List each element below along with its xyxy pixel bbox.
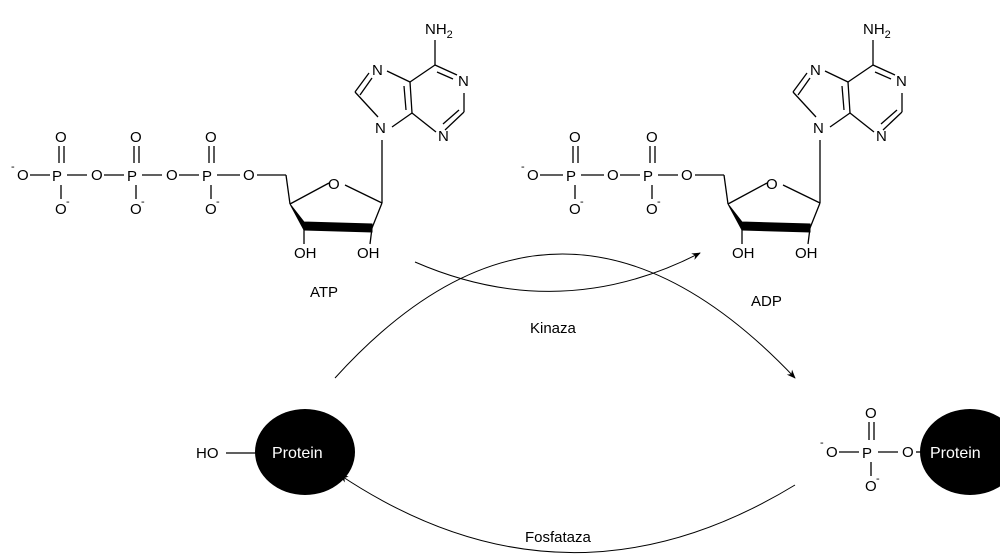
adp-charge-p2: - bbox=[657, 196, 661, 208]
atp-phosphorus-3: P bbox=[202, 168, 212, 185]
atp-ring-oxygen: O bbox=[328, 176, 340, 193]
protein-right-charge-bottom: - bbox=[876, 473, 880, 485]
atp-bridge-oxygen-2: O bbox=[166, 167, 178, 184]
atp-phosphorus-2: P bbox=[127, 168, 137, 185]
adp-oxygen-terminal: O bbox=[527, 167, 539, 184]
kinase-label: Kinaza bbox=[530, 320, 577, 337]
adp-charge-terminal: - bbox=[521, 161, 525, 173]
protein-left-hydroxyl: HO bbox=[196, 445, 219, 462]
atp-charge-p1: - bbox=[66, 196, 70, 208]
atp-oxygen-p1-bottom: O bbox=[55, 201, 67, 218]
adp-phosphorus-2: P bbox=[643, 168, 653, 185]
protein-left-blob bbox=[255, 409, 355, 495]
adp-phosphorus-1: P bbox=[566, 168, 576, 185]
atp-oxygen-p2-top: O bbox=[130, 129, 142, 146]
adp-charge-p1: - bbox=[580, 196, 584, 208]
adp-oxygen-p2-bottom: O bbox=[646, 201, 658, 218]
adp-molecule: - O P O O - O P O O - O O bbox=[521, 21, 907, 310]
atp-label: ATP bbox=[310, 284, 338, 301]
phosphatase-label: Fosfataza bbox=[525, 529, 592, 546]
adp-diphosphate-chain: - O P O O - O P O O - O bbox=[521, 129, 729, 218]
protein-right-oxygen-bottom: O bbox=[865, 478, 877, 495]
adp-oxygen-p2-top: O bbox=[646, 129, 658, 146]
adp-n3: N bbox=[876, 128, 887, 145]
atp-oxygen-p3-top: O bbox=[205, 129, 217, 146]
atp-amine: NH2 bbox=[425, 21, 453, 41]
atp-phosphorus-1: P bbox=[52, 168, 62, 185]
phosphatase-arrow bbox=[339, 474, 796, 554]
atp-n9: N bbox=[375, 120, 386, 137]
adp-ester-oxygen: O bbox=[681, 167, 693, 184]
atp-oxygen-terminal: O bbox=[17, 167, 29, 184]
atp-n1: N bbox=[458, 73, 469, 90]
adp-hydroxyl-2: OH bbox=[732, 245, 755, 262]
protein-right-oxygen-terminal: O bbox=[826, 444, 838, 461]
adp-oxygen-p1-bottom: O bbox=[569, 201, 581, 218]
protein-right: - O P O O - O Protein bbox=[820, 405, 1000, 495]
atp-to-adp-arrow bbox=[414, 252, 701, 292]
atp-hydroxyl-2: OH bbox=[294, 245, 317, 262]
protein-left-label: Protein bbox=[272, 445, 323, 462]
atp-charge-p2: - bbox=[141, 196, 145, 208]
atp-ribose-ring: O OH OH bbox=[289, 140, 383, 262]
adp-n9: N bbox=[813, 120, 824, 137]
adp-n7: N bbox=[810, 62, 821, 79]
atp-oxygen-p1-top: O bbox=[55, 129, 67, 146]
atp-n3: N bbox=[438, 128, 449, 145]
adp-ring-oxygen: O bbox=[766, 176, 778, 193]
atp-adenine: N N NH2 N N bbox=[354, 21, 469, 145]
adp-amine: NH2 bbox=[863, 21, 891, 41]
protein-right-charge-terminal: - bbox=[820, 437, 824, 449]
atp-oxygen-p3-bottom: O bbox=[205, 201, 217, 218]
protein-right-label: Protein bbox=[930, 445, 981, 462]
protein-left: HO Protein bbox=[196, 409, 355, 495]
adp-ribose-ring: O OH OH bbox=[727, 140, 821, 262]
protein-right-bridge-oxygen: O bbox=[902, 444, 914, 461]
protein-right-phosphorus: P bbox=[862, 445, 872, 462]
atp-bridge-oxygen-1: O bbox=[91, 167, 103, 184]
protein-right-oxygen-top: O bbox=[865, 405, 877, 422]
atp-hydroxyl-3: OH bbox=[357, 245, 380, 262]
atp-ester-oxygen: O bbox=[243, 167, 255, 184]
atp-oxygen-p2-bottom: O bbox=[130, 201, 142, 218]
adp-label: ADP bbox=[751, 293, 782, 310]
adp-n1: N bbox=[896, 73, 907, 90]
adp-oxygen-p1-top: O bbox=[569, 129, 581, 146]
atp-triphosphate-chain: - O P O O - O P O O - O P bbox=[11, 129, 291, 218]
adp-hydroxyl-3: OH bbox=[795, 245, 818, 262]
atp-charge-p3: - bbox=[216, 196, 220, 208]
atp-molecule: - O P O O - O P O O - O P bbox=[11, 21, 469, 301]
adp-bridge-oxygen: O bbox=[607, 167, 619, 184]
protein-right-blob bbox=[920, 409, 1000, 495]
kinase-arrow bbox=[334, 253, 796, 379]
adp-adenine: N N NH2 N N bbox=[792, 21, 907, 145]
atp-n7: N bbox=[372, 62, 383, 79]
atp-charge-terminal: - bbox=[11, 161, 15, 173]
